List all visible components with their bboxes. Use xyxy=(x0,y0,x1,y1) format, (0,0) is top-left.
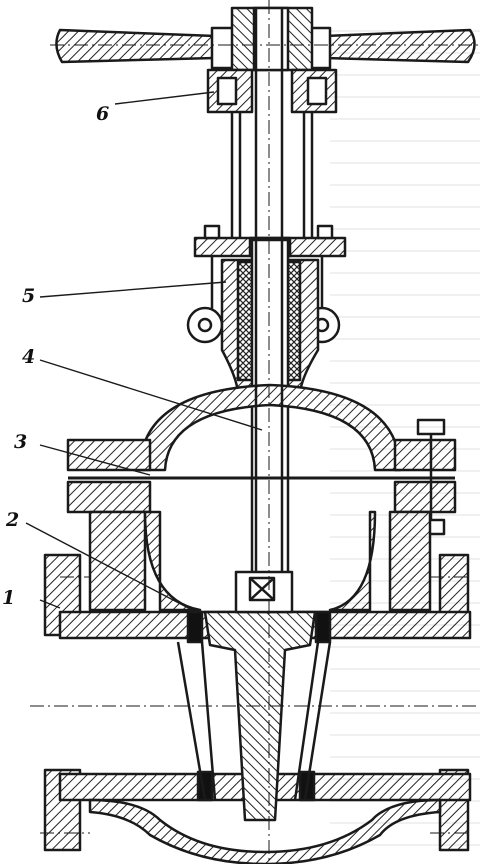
body-bottom xyxy=(88,798,442,866)
page-bleed-through xyxy=(330,30,480,850)
callout-5: 5 xyxy=(22,285,35,307)
callout-2: 2 xyxy=(5,509,19,531)
seat-rings xyxy=(176,610,332,802)
callout-6: 6 xyxy=(96,103,109,125)
stem xyxy=(254,8,284,572)
callout-4: 4 xyxy=(22,346,35,368)
yoke-pillars xyxy=(230,112,314,238)
bonnet xyxy=(66,383,457,472)
leader-lines xyxy=(25,91,263,613)
gate-wedge xyxy=(203,570,317,822)
callout-1: 1 xyxy=(2,587,15,609)
center-lines xyxy=(30,0,480,864)
callout-3: 3 xyxy=(14,431,27,453)
valve-body xyxy=(88,510,432,612)
